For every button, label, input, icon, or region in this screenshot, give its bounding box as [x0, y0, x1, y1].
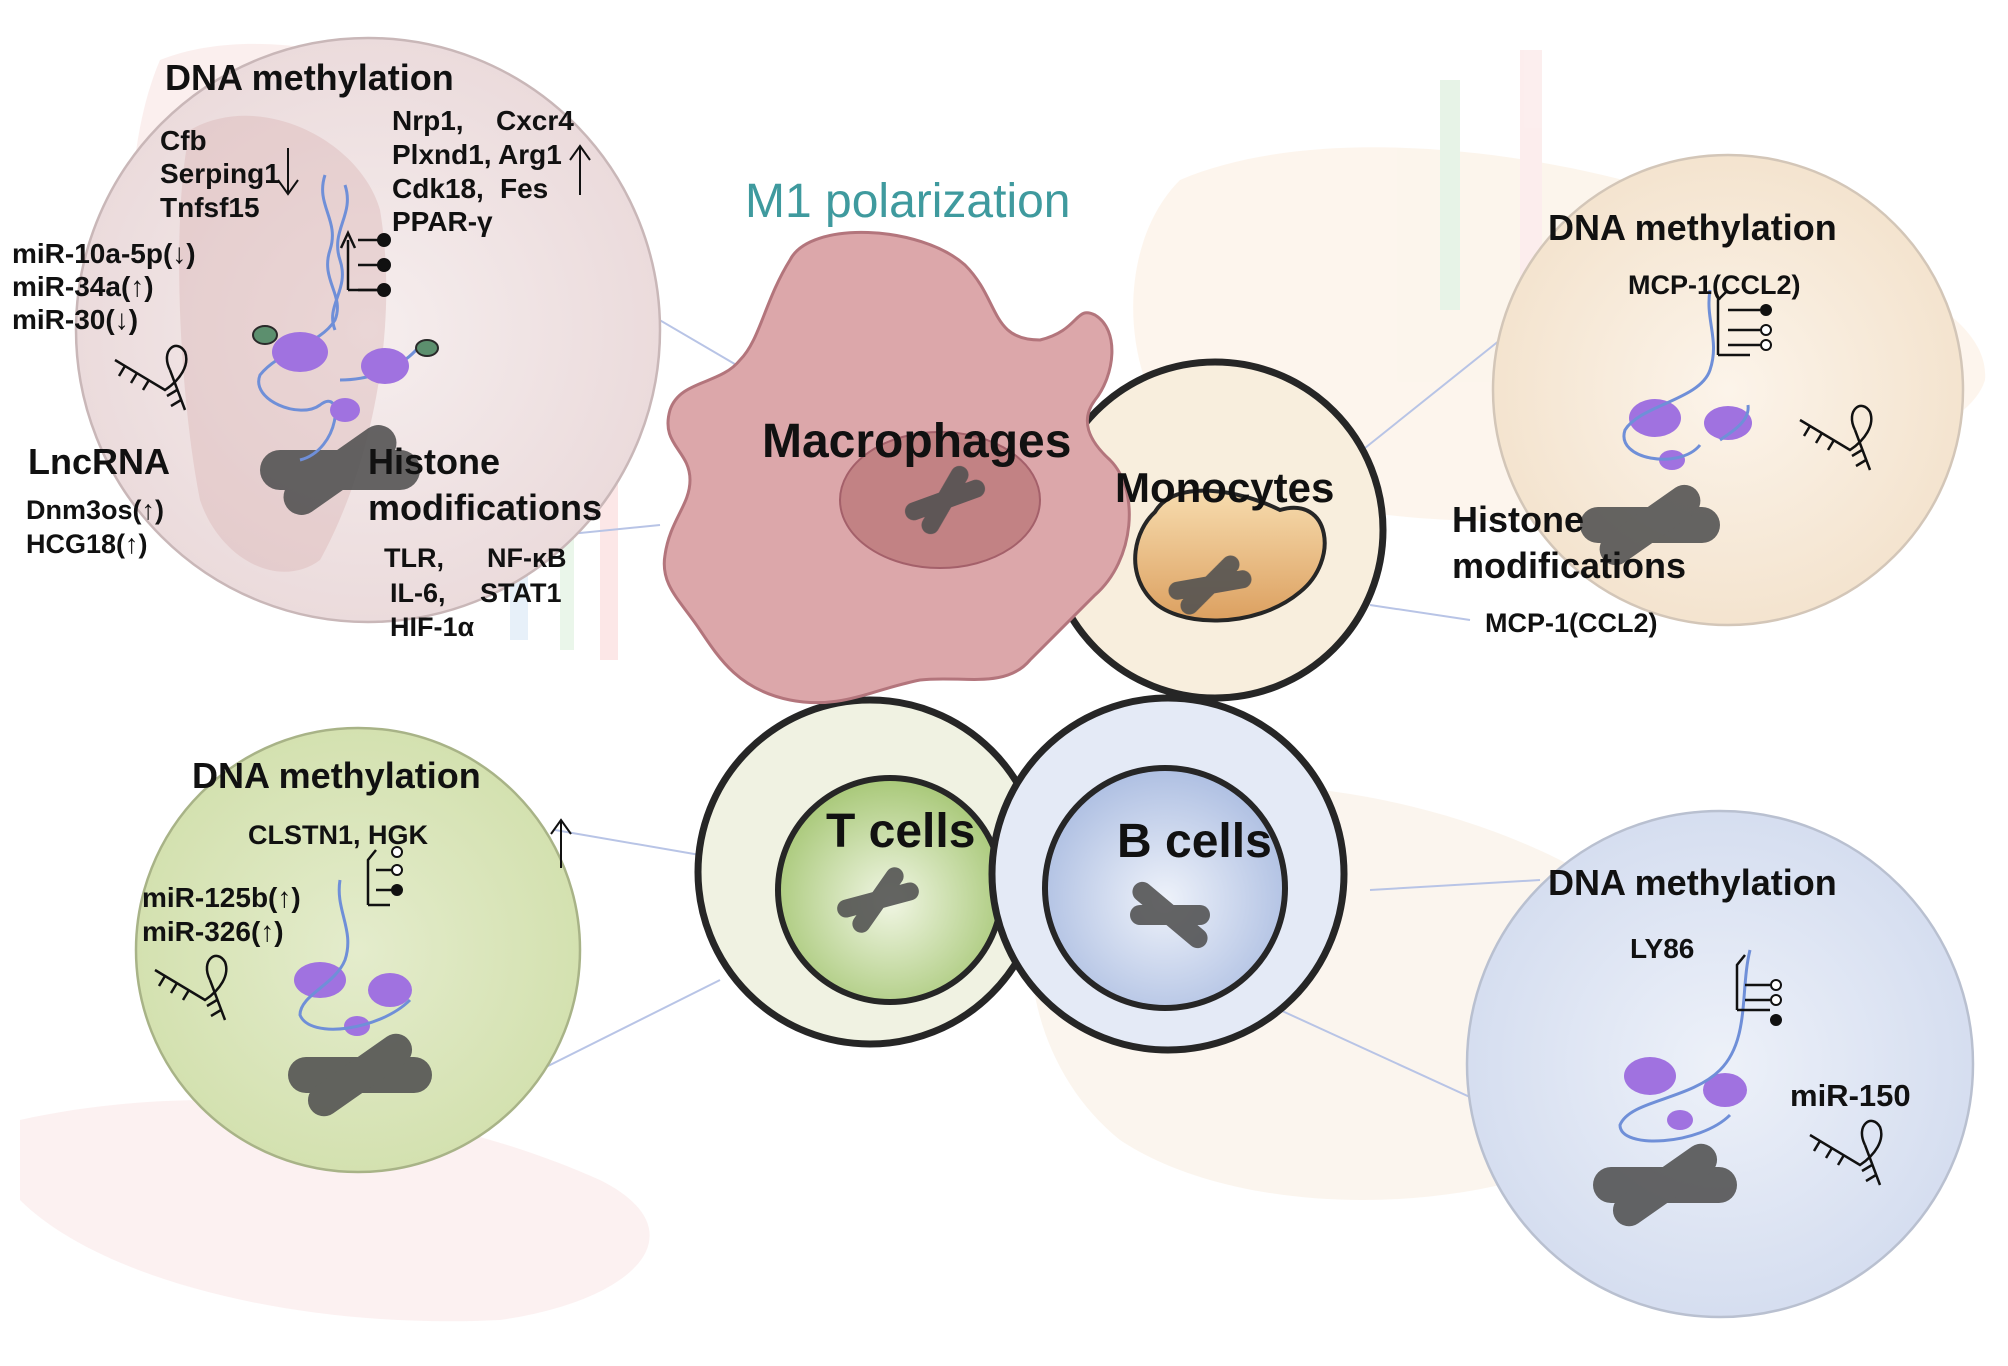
gene-serping1: Serping1	[160, 158, 280, 189]
up-arrow-icon	[550, 818, 572, 868]
methyl-group-green-icons	[252, 325, 439, 357]
gene-ppar-gamma: PPAR-γ	[392, 206, 493, 237]
monocyte-mcp1-methylation: MCP-1(CCL2)	[1628, 270, 1801, 300]
macrophages-label: Macrophages	[762, 415, 1072, 468]
bcell-mir150: miR-150	[1790, 1078, 1911, 1113]
up-arrow-icon	[569, 144, 591, 195]
monocyte-dna-methylation-heading: DNA methylation	[1548, 207, 1837, 248]
lncrna-dnm3os: Dnm3os(↑)	[26, 495, 165, 525]
lncrna-heading: LncRNA	[28, 441, 170, 482]
gene-plxnd1: Plxnd1,	[392, 139, 492, 170]
gene-cfb: Cfb	[160, 125, 207, 156]
gene-cxcr4: Cxcr4	[496, 105, 574, 136]
monocyte-mcp1-histone: MCP-1(CCL2)	[1485, 608, 1658, 638]
histone-tlr: TLR,	[384, 543, 444, 573]
direction-arrows	[277, 144, 591, 868]
mirna-326: miR-326(↑)	[142, 916, 284, 947]
down-arrow-icon	[277, 148, 299, 196]
tcells-label: T cells	[826, 805, 976, 858]
mirna-125b: miR-125b(↑)	[142, 882, 301, 913]
chromosome-icons	[260, 425, 1737, 1227]
histone-il6: IL-6,	[390, 578, 446, 608]
tcell-dna-methylation-heading: DNA methylation	[192, 755, 481, 796]
mirna-30: miR-30(↓)	[12, 304, 139, 335]
gene-nrp1: Nrp1,	[392, 105, 464, 136]
histone-heading-line1: Histone	[368, 441, 501, 482]
mirna-hairpin-icons	[114, 344, 1883, 1186]
monocyte-histone-heading-line2: modifications	[1452, 545, 1687, 586]
bcell-zoom-circle	[1465, 809, 1975, 1319]
gene-cdk18: Cdk18,	[392, 173, 484, 204]
nucleosome-icons	[272, 332, 1752, 1130]
tcell-clstn1-hgk: CLSTN1, HGK	[248, 820, 429, 850]
histone-hif1a: HIF-1α	[390, 612, 475, 642]
monocyte-histone-heading-line1: Histone	[1452, 499, 1585, 540]
histone-stat1: STAT1	[480, 578, 562, 608]
methyl-pin-heads	[377, 233, 1782, 1026]
bcells-label: B cells	[1117, 815, 1272, 868]
mirna-34a: miR-34a(↑)	[12, 271, 154, 302]
macrophage-dna-methylation-heading: DNA methylation	[165, 57, 454, 98]
histone-heading-line2: modifications	[368, 487, 603, 528]
gene-fes: Fes	[500, 173, 549, 204]
bcell-ly86: LY86	[1630, 933, 1695, 964]
mirna-10a: miR-10a-5p(↓)	[12, 238, 196, 269]
bcell-dna-methylation-heading: DNA methylation	[1548, 862, 1837, 903]
gene-arg1: Arg1	[498, 139, 562, 170]
histone-nfkb: NF-κB	[487, 543, 567, 573]
bcell	[988, 694, 1348, 1054]
dna-strand-other-panels	[298, 289, 1752, 1143]
lncrna-hcg18: HCG18(↑)	[26, 529, 148, 559]
m1-polarization-title: M1 polarization	[745, 175, 1071, 228]
promoter-methyl-icons	[339, 230, 1770, 1012]
monocytes-label: Monocytes	[1115, 464, 1335, 511]
gene-tnfsf15: Tnfsf15	[160, 192, 260, 223]
tcell-zoom-circle	[134, 726, 582, 1174]
